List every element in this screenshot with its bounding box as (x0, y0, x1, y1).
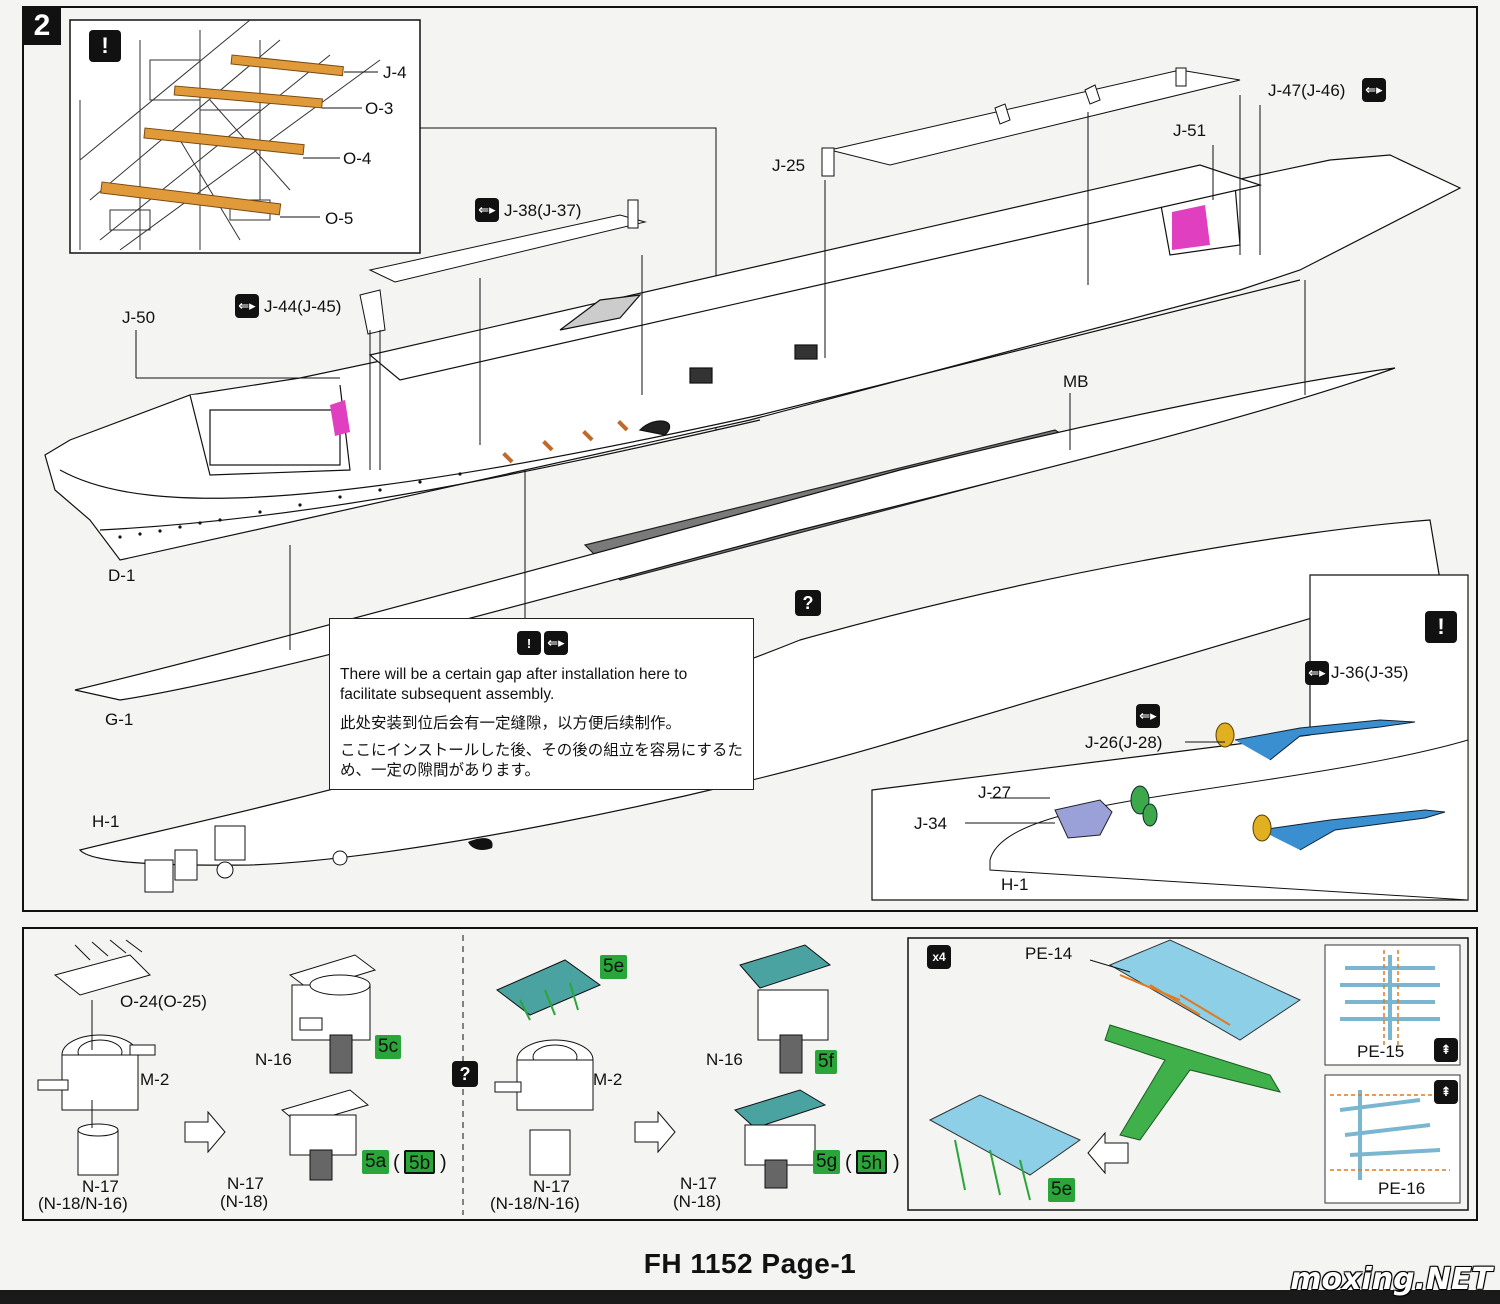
label-j47: J-47(J-46) (1268, 81, 1346, 100)
step-number: 2 (23, 7, 61, 45)
sub-steps-frame (22, 927, 1478, 1221)
label-n17-alt: (N-18) (673, 1192, 722, 1211)
step-ref-5e: 5e (600, 955, 628, 979)
label-mb: MB (1063, 372, 1089, 391)
label-j38: J-38(J-37) (504, 201, 582, 220)
alternate-part-icon: ⇐▸ (1305, 661, 1329, 685)
label-j50: J-50 (122, 308, 156, 327)
page-footer: FH 1152 Page-1 (643, 1248, 857, 1279)
bottom-bar (0, 1290, 1500, 1304)
alternate-part-icon: ⇐▸ (235, 294, 259, 318)
step-ref-5c: 5c (375, 1035, 402, 1059)
label-n17: N-17 (227, 1174, 264, 1193)
paren-close: ) (893, 1152, 900, 1174)
label-m2: M-2 (140, 1070, 170, 1089)
label-j36: J-36(J-35) (1331, 663, 1409, 682)
alternate-part-icon: ⇐▸ (475, 198, 499, 222)
step-ref-5a: 5a (362, 1150, 390, 1174)
gun-assembly-2 (494, 959, 602, 1176)
label-j34: J-34 (914, 814, 948, 833)
note-english: There will be a certain gap after instal… (340, 666, 688, 703)
choice-icon: ? (452, 1061, 478, 1087)
choice-icon: ? (795, 590, 821, 616)
label-n17-alt: (N-18/N-16) (38, 1194, 128, 1213)
quantity-badge: x4 (927, 945, 951, 969)
label-o5: O-5 (325, 209, 354, 228)
label-pe14: PE-14 (1025, 944, 1073, 963)
label-d1: D-1 (108, 566, 136, 585)
label-n17-alt: (N-18/N-16) (490, 1194, 580, 1213)
stern-detail (871, 574, 1469, 901)
label-m2: M-2 (593, 1070, 623, 1089)
label-j26: J-26(J-28) (1085, 733, 1163, 752)
label-n17: N-17 (82, 1177, 119, 1196)
deck-j38 (359, 199, 647, 335)
label-g1: G-1 (105, 710, 134, 729)
step-ref-5b: 5b (404, 1150, 436, 1174)
label-o4: O-4 (343, 149, 372, 168)
gun-result-2 (734, 944, 832, 1189)
alternate-part-icon: ⇐▸ (1136, 704, 1160, 728)
alternate-part-icon: ⇐▸ (544, 631, 568, 655)
part-g1 (74, 367, 1396, 701)
label-n16: N-16 (706, 1050, 743, 1069)
step-ref-5g: 5g (813, 1150, 841, 1174)
label-h1: H-1 (92, 812, 120, 831)
label-pe16: PE-16 (1378, 1179, 1426, 1198)
inset-detail (69, 19, 421, 254)
caution-icon: ! (89, 30, 121, 62)
pe-parts (928, 939, 1461, 1204)
watermark: moxing.NET (1290, 1262, 1492, 1297)
paren-open: ( (845, 1152, 852, 1174)
gun-assembly-1 (37, 939, 156, 1176)
deck-j25 (821, 67, 1241, 177)
note-japanese: ここにインストールした後、その後の組立を容易にするため、一定の隙間があります。 (340, 742, 743, 779)
label-j27: J-27 (978, 783, 1012, 802)
caution-icon: ! (517, 631, 541, 655)
step-ref-5f: 5f (815, 1050, 837, 1074)
label-o24: O-24(O-25) (120, 992, 207, 1011)
label-pe15: PE-15 (1357, 1042, 1405, 1061)
label-n16: N-16 (255, 1050, 292, 1069)
label-j25: J-25 (772, 156, 806, 175)
caution-icon: ! (1425, 611, 1457, 643)
alternate-part-icon: ⇐▸ (1362, 78, 1386, 102)
label-h1-detail: H-1 (1001, 875, 1029, 894)
label-n17: N-17 (680, 1174, 717, 1193)
note-chinese: 此处安装到位后会有一定缝隙，以方便后续制作。 (340, 715, 682, 732)
paren-open: ( (393, 1152, 400, 1174)
up-direction-icon: ⇞ (1434, 1038, 1458, 1062)
label-j44: J-44(J-45) (264, 297, 342, 316)
label-o3: O-3 (365, 99, 394, 118)
up-direction-icon: ⇞ (1434, 1080, 1458, 1104)
label-n17: N-17 (533, 1177, 570, 1196)
gun-result-1 (280, 954, 377, 1181)
pe-frame (907, 937, 1469, 1211)
label-n17-alt: (N-18) (220, 1192, 269, 1211)
step-ref-5e: 5e (1048, 1178, 1076, 1202)
label-j4: J-4 (383, 63, 407, 82)
step-ref-5h: 5h (856, 1150, 888, 1174)
label-j51: J-51 (1173, 121, 1207, 140)
step-frame (22, 6, 1478, 912)
paren-close: ) (440, 1152, 447, 1174)
assembly-note: ! ⇐▸ There will be a certain gap after i… (329, 618, 754, 790)
